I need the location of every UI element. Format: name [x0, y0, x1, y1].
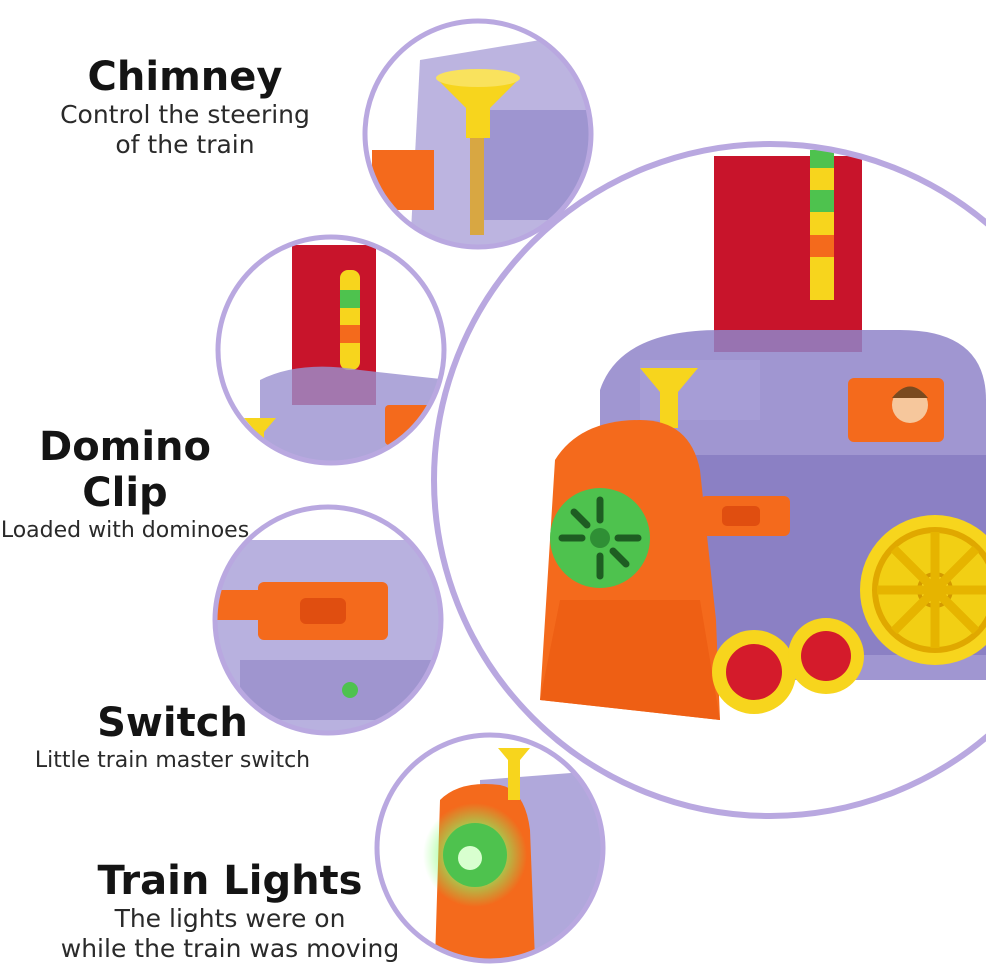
- feature-chimney: Chimney Control the steering of the trai…: [20, 54, 350, 160]
- small-wheel-2: [788, 618, 864, 694]
- switch-closeup-photo: [212, 504, 444, 736]
- feature-train-lights: Train Lights The lights were on while th…: [40, 858, 420, 964]
- feature-title: Chimney: [87, 54, 283, 100]
- domino-clip-tower: [714, 156, 862, 352]
- small-wheel-1: [712, 630, 796, 714]
- domino-clip-closeup-photo: [215, 234, 447, 466]
- feature-description: The lights were on while the train was m…: [60, 904, 400, 963]
- feature-title: Switch: [97, 700, 248, 746]
- big-wheel: [860, 515, 986, 665]
- chimney-closeup-photo: [362, 18, 594, 250]
- feature-title: Domino Clip: [38, 424, 212, 516]
- chimney-part: [640, 368, 698, 428]
- feature-description: Loaded with dominoes: [0, 518, 250, 543]
- main-circle-ring: [431, 141, 986, 819]
- feature-domino-clip: Domino Clip Loaded with dominoes: [0, 424, 250, 546]
- feature-description: Control the steering of the train: [60, 100, 310, 159]
- feature-switch: Switch Little train master switch: [0, 700, 345, 776]
- feature-title: Train Lights: [97, 858, 363, 904]
- main-train-photo: [431, 141, 986, 819]
- train-lights-closeup-photo: [374, 732, 606, 964]
- feature-description: Little train master switch: [34, 748, 311, 773]
